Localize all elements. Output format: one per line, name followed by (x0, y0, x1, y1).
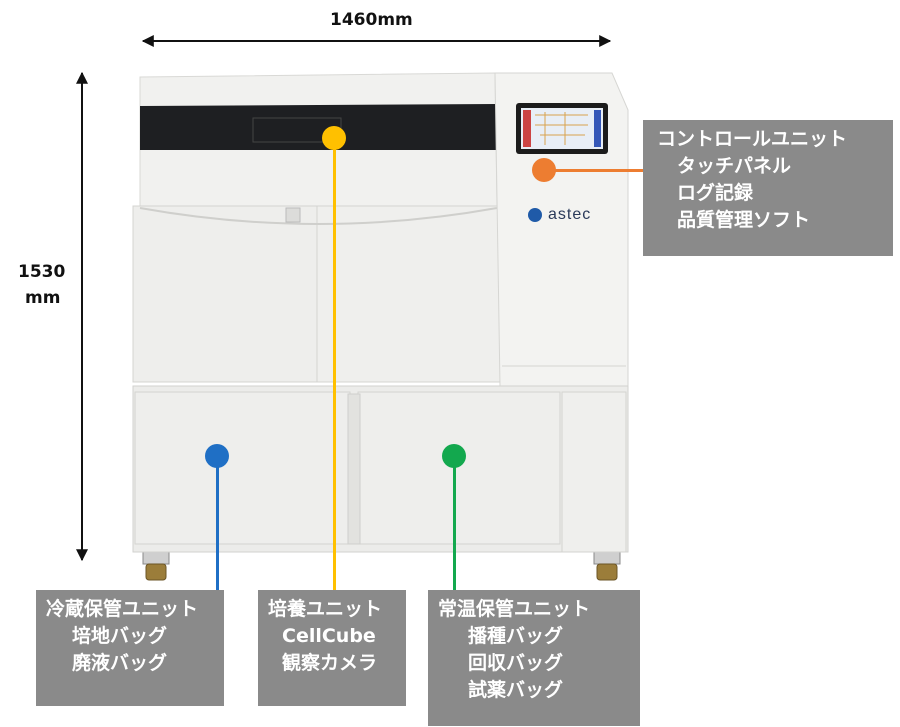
caster-right (593, 551, 621, 581)
door-arc (139, 207, 498, 225)
room-temp-storage-callout: 常温保管ユニット 播種バッグ 回収バッグ 試薬バッグ (428, 590, 640, 726)
room-temp-storage-item: 播種バッグ (468, 625, 564, 647)
room-temp-storage-title: 常温保管ユニット (438, 598, 591, 620)
brand-logo: astec (528, 206, 591, 224)
height-label-number: 1530 (18, 262, 66, 282)
culture-unit-title: 培養ユニット (268, 598, 383, 620)
control-unit-title: コントロールユニット (657, 128, 848, 150)
cold-storage-title: 冷蔵保管ユニット (46, 598, 199, 620)
room-temp-marker-dot (442, 444, 466, 468)
brand-name: astec (548, 206, 592, 223)
culture-unit-item: CellCube (282, 625, 376, 647)
room-temp-pointer-line (453, 455, 456, 590)
cold-storage-marker-dot (205, 444, 229, 468)
control-unit-callout: コントロールユニット タッチパネル ログ記録 品質管理ソフト (643, 120, 893, 256)
cold-storage-callout: 冷蔵保管ユニット 培地バッグ 廃液バッグ (36, 590, 224, 706)
cold-storage-item: 廃液バッグ (72, 652, 168, 674)
control-pointer-line (545, 169, 663, 172)
culture-window (140, 104, 497, 150)
culture-unit-callout: 培養ユニット CellCube 観察カメラ (258, 590, 406, 706)
room-temp-door (357, 391, 561, 545)
control-unit-item: ログ記録 (677, 182, 754, 204)
cold-storage-pointer-line (216, 455, 219, 590)
room-temp-storage-item: 試薬バッグ (468, 679, 564, 701)
touch-panel-screen (521, 108, 603, 149)
control-unit-item: 品質管理ソフト (677, 209, 811, 231)
astec-logo-icon (528, 208, 542, 222)
culture-unit-item: 観察カメラ (282, 652, 378, 674)
upper-door-right (316, 205, 501, 383)
door-latch (285, 207, 301, 223)
room-temp-storage-item: 回収バッグ (468, 652, 564, 674)
width-label: 1460mm (330, 10, 413, 30)
cold-storage-item: 培地バッグ (72, 625, 168, 647)
control-unit-item: タッチパネル (677, 155, 792, 177)
cold-storage-door (134, 391, 351, 545)
caster-left (142, 551, 170, 581)
culture-pointer-line (333, 137, 336, 592)
control-marker-dot (532, 158, 556, 182)
side-panel (561, 391, 627, 553)
height-label-unit: mm (25, 288, 61, 308)
culture-marker-dot (322, 126, 346, 150)
upper-door-left (132, 205, 318, 383)
